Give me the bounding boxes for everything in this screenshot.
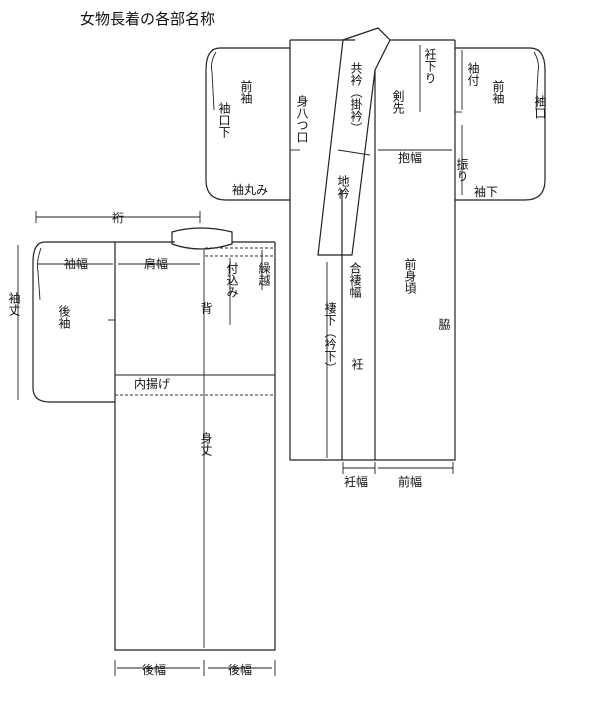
label-yuki: 裄 <box>112 211 124 225</box>
label-sodetsuke: 袖付 <box>466 61 480 87</box>
back-collar <box>171 227 233 250</box>
label-kurikoshi: 繰越 <box>257 262 271 287</box>
label-sodeshita: 袖下 <box>474 184 498 199</box>
label-maesode2: 前袖 <box>491 79 505 104</box>
front-body-outline <box>289 40 456 461</box>
collar-divider <box>337 149 371 156</box>
collar-band <box>317 27 391 256</box>
front-right-sleeve <box>455 47 546 201</box>
front-left-sleeve-cuff <box>211 51 217 111</box>
front-right-sleeve-cuff <box>533 51 539 111</box>
label-aiwakihaba: 合褄幅 <box>348 261 362 299</box>
label-ushirohaba-2: 後幅 <box>228 662 252 677</box>
label-tsukekomi: 付込み <box>225 262 239 298</box>
label-kensaki: 剣先 <box>391 90 405 115</box>
label-sodeguchi: 袖口 <box>533 94 547 119</box>
front-left-sleeve <box>205 47 290 201</box>
label-miyatsuguchi: 身八つ口 <box>295 94 309 143</box>
label-ushirohaba-1: 後幅 <box>142 662 166 677</box>
label-okumisagari: 衽下り <box>423 47 437 84</box>
label-sodehaba: 袖幅 <box>64 256 88 271</box>
front-view <box>205 27 546 474</box>
label-tsumashita: 褄下（衿下） <box>323 301 337 374</box>
back-bottom-ticks <box>114 660 276 676</box>
label-jieri: 地衿 <box>336 175 350 199</box>
diagram-title: 女物長着の各部名称 <box>80 10 215 28</box>
label-furi: 振り <box>455 158 469 182</box>
label-uchiage: 内揚げ <box>134 377 170 391</box>
label-waki: 脇 <box>437 318 451 331</box>
label-ushirosode: 後袖 <box>57 305 71 329</box>
label-mitake: 身丈 <box>199 431 213 457</box>
label-sodemarumi: 袖丸み <box>232 182 268 197</box>
label-dakihaba: 抱幅 <box>398 150 422 165</box>
front-bottom-ticks <box>342 462 454 474</box>
label-sodeguchishita: 袖口下 <box>217 101 231 138</box>
back-sleeve-cuff <box>36 247 42 301</box>
label-maesode: 前袖 <box>239 79 253 104</box>
yuki-ticks <box>35 211 201 223</box>
label-okumi: 衽 <box>350 357 364 371</box>
label-maehaba: 前幅 <box>398 474 422 489</box>
label-katahaba: 肩幅 <box>144 256 168 271</box>
back-body-outline <box>114 242 276 651</box>
back-view <box>17 211 276 676</box>
label-se: 背 <box>199 302 213 314</box>
back-sleeve <box>32 241 115 403</box>
label-sodetake: 袖丈 <box>7 291 21 317</box>
label-tomoeri: 共衿（掛衿） <box>349 62 363 134</box>
label-okumihaba: 衽幅 <box>344 474 368 489</box>
label-maemigoro: 前身頃 <box>403 257 417 295</box>
